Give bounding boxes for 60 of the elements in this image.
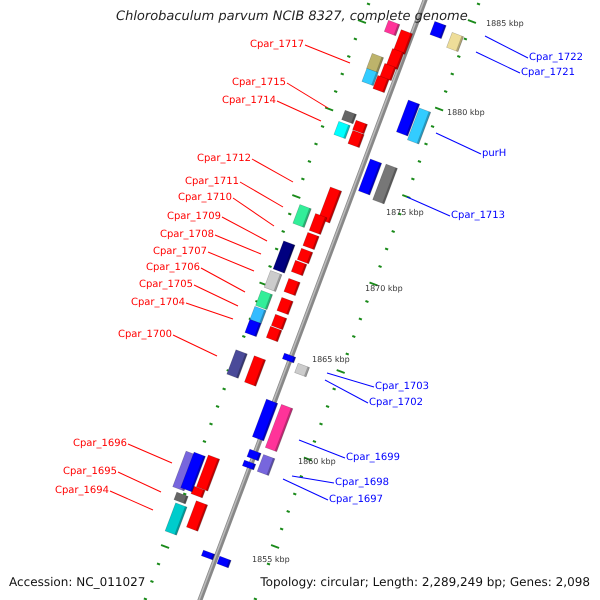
leader-line	[118, 472, 162, 492]
gene-label: Cpar_1699	[346, 452, 400, 464]
leader-line	[484, 36, 528, 58]
gene-label: Cpar_1698	[335, 477, 390, 489]
gene-label: Cpar_1713	[451, 210, 506, 222]
leader-line	[282, 478, 328, 500]
gene-label: Cpar_1709	[166, 211, 221, 223]
gene-label: Cpar_1697	[329, 494, 384, 506]
gene-label: Cpar_1694	[54, 485, 109, 497]
gene-label: Cpar_1706	[146, 262, 200, 274]
leader-line	[172, 334, 218, 356]
gene-label: Cpar_1704	[130, 297, 185, 309]
leader-line	[476, 52, 520, 74]
leader-line	[406, 196, 450, 216]
leader-line	[214, 234, 262, 254]
gene-label: Cpar_1703	[375, 381, 430, 393]
gene-label: Cpar_1700	[118, 329, 172, 341]
gene-label: Cpar_1712	[196, 153, 251, 165]
leader-line	[252, 158, 294, 182]
gene-label: Cpar_1710	[178, 192, 232, 204]
diagram-title: Chlorobaculum parvum NCIB 8327, complete genome	[116, 9, 468, 25]
leader-line	[222, 216, 268, 242]
gene-label: Cpar_1707	[152, 246, 207, 258]
gene-label: Cpar_1696	[72, 438, 127, 450]
leader-line	[208, 252, 254, 272]
leader-line	[298, 440, 346, 458]
gene-label: Cpar_1708	[160, 229, 214, 241]
gene-label: Cpar_1695	[62, 466, 117, 478]
gene-label: purH	[482, 148, 506, 160]
leader-line	[194, 284, 238, 306]
leader-line	[200, 268, 246, 292]
leader-line	[240, 182, 284, 208]
leader-line	[304, 44, 350, 64]
scale-label: 1860 kbp	[298, 457, 336, 467]
leader-line	[128, 444, 172, 464]
gene-label: Cpar_1717	[250, 39, 304, 51]
scale-label: 1885 kbp	[486, 19, 524, 29]
gene-label: Cpar_1711	[184, 176, 239, 188]
leader-line	[436, 132, 482, 154]
gene-label: Cpar_1715	[232, 77, 286, 89]
gene-label: Cpar_1714	[222, 95, 276, 107]
leader-line	[110, 490, 154, 510]
scale-label: 1880 kbp	[447, 108, 485, 118]
genome-stats-text: Topology: circular; Length: 2,289,249 bp; Genes: 2,098	[260, 575, 590, 589]
leader-line	[324, 380, 368, 404]
accession-text: Accession: NC_011027	[9, 575, 146, 589]
scale-label: 1865 kbp	[312, 355, 350, 365]
gene-label: Cpar_1721	[521, 67, 576, 79]
gene-label: Cpar_1702	[369, 397, 424, 409]
leader-line	[292, 476, 334, 484]
scale-label: 1855 kbp	[252, 555, 290, 565]
leader-line	[326, 372, 374, 388]
leader-line	[276, 100, 322, 122]
leader-line	[186, 302, 234, 320]
scale-label: 1875 kbp	[386, 208, 424, 218]
gene-label: Cpar_1705	[138, 279, 193, 291]
leader-line	[286, 82, 328, 108]
gene-label: Cpar_1722	[529, 52, 584, 64]
scale-label: 1870 kbp	[365, 284, 403, 294]
leader-line	[232, 198, 274, 226]
